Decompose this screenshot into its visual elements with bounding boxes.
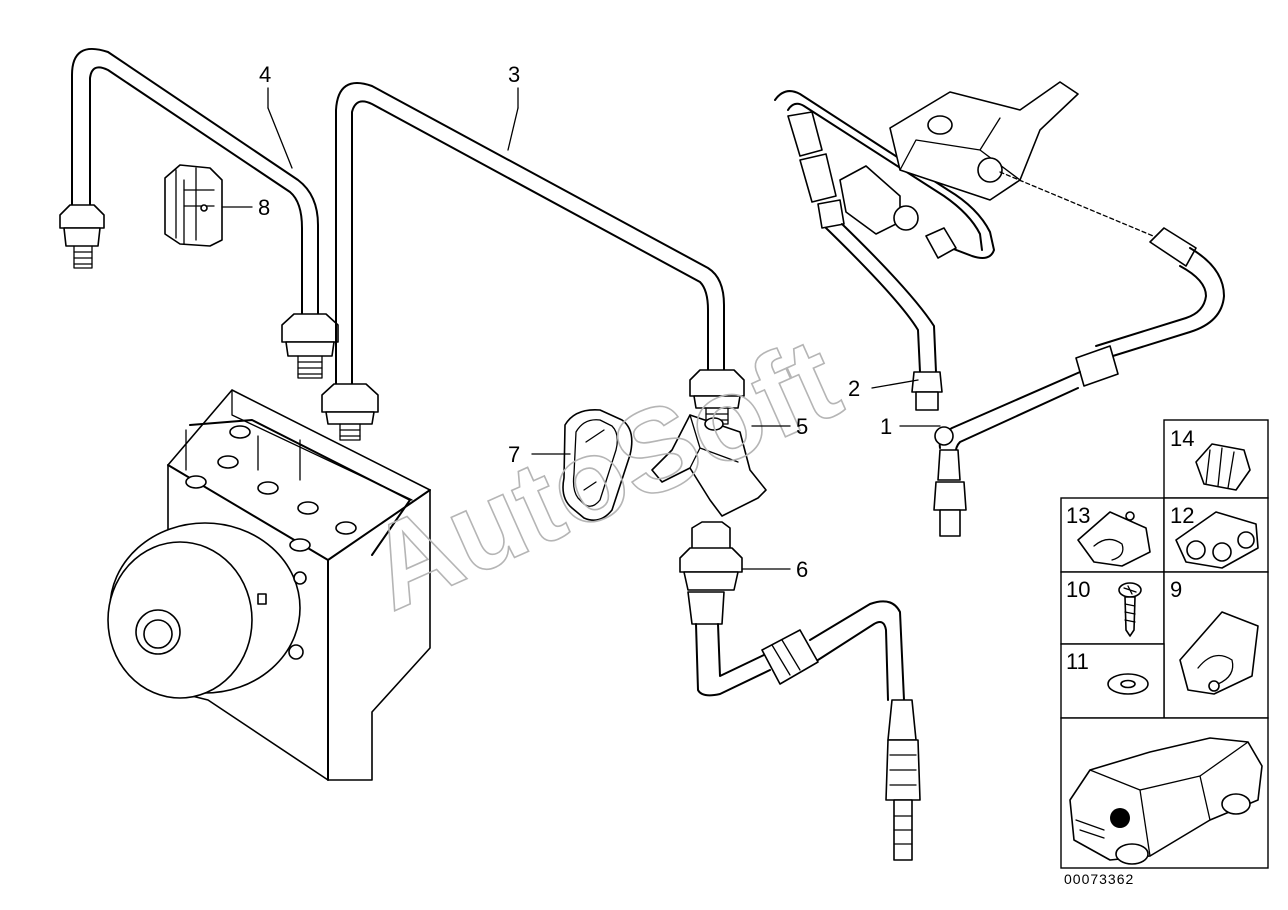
- parts-inset-grid: 14 13 12 10 9 11: [1060, 419, 1269, 869]
- clip-14: [1195, 443, 1251, 491]
- callout-4: 4: [259, 62, 271, 87]
- bracket-5: [651, 414, 767, 517]
- callout-1: 1: [880, 414, 892, 439]
- brake-pipe-3: [321, 82, 745, 441]
- inset-label-9: 9: [1170, 577, 1182, 602]
- reference-number: 00073362: [1064, 871, 1134, 887]
- screw-10: [1118, 582, 1142, 637]
- abs-hydraulic-unit: [107, 389, 431, 781]
- car-location-icon: [1069, 737, 1263, 865]
- callout-3: 3: [508, 62, 520, 87]
- leader-lines: [221, 87, 941, 570]
- callout-6: 6: [796, 557, 808, 582]
- clip-12: [1175, 511, 1259, 569]
- washer-11: [1107, 673, 1149, 695]
- callout-2: 2: [848, 376, 860, 401]
- brake-pipe-4: [59, 47, 339, 379]
- inset-label-11: 11: [1066, 649, 1089, 674]
- watermark: AutoSoft: [349, 313, 858, 636]
- brake-hose-6: [679, 521, 921, 861]
- rubber-holder-8: [164, 164, 223, 247]
- callout-8: 8: [258, 195, 270, 220]
- clip-13: [1077, 511, 1151, 567]
- inset-label-14: 14: [1170, 426, 1194, 451]
- callout-7: 7: [508, 442, 520, 467]
- inset-label-13: 13: [1066, 503, 1090, 528]
- component-location-dot: [1110, 808, 1130, 828]
- callout-labels: 1 2 3 4 5 6 7 8: [258, 62, 892, 582]
- inset-label-10: 10: [1066, 577, 1090, 602]
- clip-9: [1179, 611, 1259, 695]
- callout-5: 5: [796, 414, 808, 439]
- grommet-7: [562, 408, 633, 521]
- inset-label-12: 12: [1170, 503, 1194, 528]
- master-cylinder-assembly: [774, 81, 1225, 537]
